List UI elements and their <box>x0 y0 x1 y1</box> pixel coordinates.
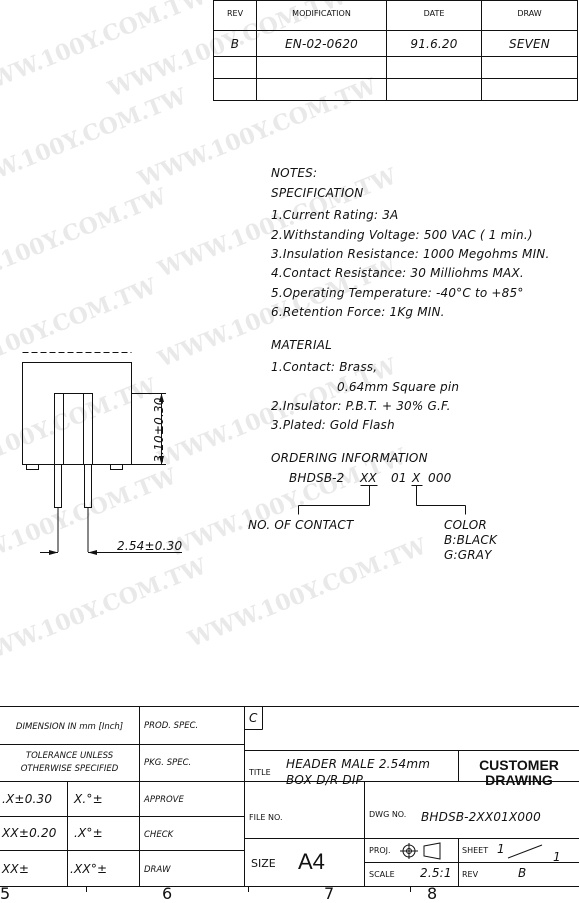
rev-header: REV <box>226 9 244 18</box>
customer-drawing-label: CUSTOMER DRAWING <box>459 758 579 788</box>
ordering-color: X <box>412 471 421 485</box>
spec-item: 4.Contact Resistance: 30 Milliohms MAX. <box>271 266 524 280</box>
material-item: 1.Contact: Brass, <box>271 360 378 374</box>
scale-value: 2.5:1 <box>420 866 452 880</box>
height-dimension: 3.10±0.30 <box>152 397 166 463</box>
customer-line-1: CUSTOMER <box>479 757 559 773</box>
title-line-2: BOX D/R DIP <box>286 773 364 787</box>
ordering-suffix: 000 <box>428 471 452 485</box>
ruler-number: 5 <box>0 884 11 903</box>
title-label: TITLE <box>249 768 271 777</box>
check-label: CHECK <box>144 830 174 840</box>
dwg-no-label: DWG NO. <box>369 810 407 819</box>
spec-item: 3.Insulation Resistance: 1000 Megohms MI… <box>271 247 550 261</box>
draw-label: DRAW <box>144 865 171 875</box>
dwg-no-value: BHDSB-2XX01X000 <box>421 810 541 824</box>
draw-header: DRAW <box>517 9 542 18</box>
tolerance-linear: XX±0.20 <box>2 826 57 840</box>
ordering-contacts: XX <box>360 471 377 485</box>
material-title: MATERIAL <box>271 338 332 352</box>
tolerance-line-2: OTHERWISE SPECIFIED <box>20 764 119 774</box>
sheet-total: 1 <box>553 850 561 864</box>
title-line-1: HEADER MALE 2.54mm <box>286 757 431 771</box>
ordering-leaders <box>298 485 466 515</box>
rev-label: REV <box>462 870 479 879</box>
tolerance-angular: .X°± <box>74 826 103 840</box>
spec-item: 1.Current Rating: 3A <box>271 208 399 222</box>
rev-value: B <box>518 866 527 880</box>
ordering-title: ORDERING INFORMATION <box>271 451 428 465</box>
spec-item: 6.Retention Force: 1Kg MIN. <box>271 305 445 319</box>
notes-title: NOTES: <box>271 166 318 180</box>
tolerance-linear: .X±0.30 <box>2 792 53 806</box>
customer-line-2: DRAWING <box>485 772 553 788</box>
proj-label: PROJ. <box>369 846 391 855</box>
modification-cell: EN-02-0620 <box>284 37 359 51</box>
projection-symbol <box>400 842 441 860</box>
color-label: COLOR <box>444 518 487 532</box>
material-item: 2.Insulator: P.B.T. + 30% G.F. <box>271 399 451 413</box>
prod-spec-label: PROD. SPEC. <box>144 721 199 731</box>
approve-label: APPROVE <box>144 795 184 805</box>
sheet-label: SHEET <box>462 846 489 855</box>
spec-item: 2.Withstanding Voltage: 500 VAC ( 1 min.… <box>271 228 533 242</box>
ruler-number: 7 <box>324 884 335 903</box>
spec-title: SPECIFICATION <box>271 186 364 200</box>
draw-cell: SEVEN <box>509 37 550 51</box>
modification-header: MODIFICATION <box>292 9 351 18</box>
tolerance-linear: XX± <box>2 862 30 876</box>
date-header: DATE <box>423 9 445 18</box>
spec-item: 5.Operating Temperature: -40°C to +85° <box>271 286 524 300</box>
pitch-dimension: 2.54±0.30 <box>117 539 183 553</box>
title-block-grid <box>0 706 579 892</box>
tolerance-line-1: TOLERANCE UNLESS <box>25 751 114 761</box>
material-item: 0.64mm Square pin <box>337 380 460 394</box>
size-label: SIZE <box>251 857 276 870</box>
ordering-mid: 01 <box>391 471 407 485</box>
material-item: 3.Plated: Gold Flash <box>271 418 395 432</box>
size-value: A4 <box>298 849 325 874</box>
pkg-spec-label: PKG. SPEC. <box>144 758 192 768</box>
tolerance-angular: X.°± <box>74 792 103 806</box>
scale-label: SCALE <box>369 870 395 879</box>
rev-cell: B <box>230 37 240 51</box>
ruler-number: 6 <box>162 884 173 903</box>
no-of-contact-label: NO. OF CONTACT <box>248 518 354 532</box>
tolerance-angular: .XX°± <box>70 862 108 876</box>
ruler-number: 8 <box>427 884 438 903</box>
color-option: B:BLACK <box>444 533 498 547</box>
file-no-label: FILE NO. <box>249 813 283 822</box>
color-option: G:GRAY <box>444 548 492 562</box>
ordering-prefix: BHDSB-2 <box>289 471 345 485</box>
sheet-number: 1 <box>497 842 505 856</box>
rev-letter: C <box>249 711 258 725</box>
dimension-unit: DIMENSION IN mm [Inch] <box>15 722 124 732</box>
date-cell: 91.6.20 <box>410 37 458 51</box>
